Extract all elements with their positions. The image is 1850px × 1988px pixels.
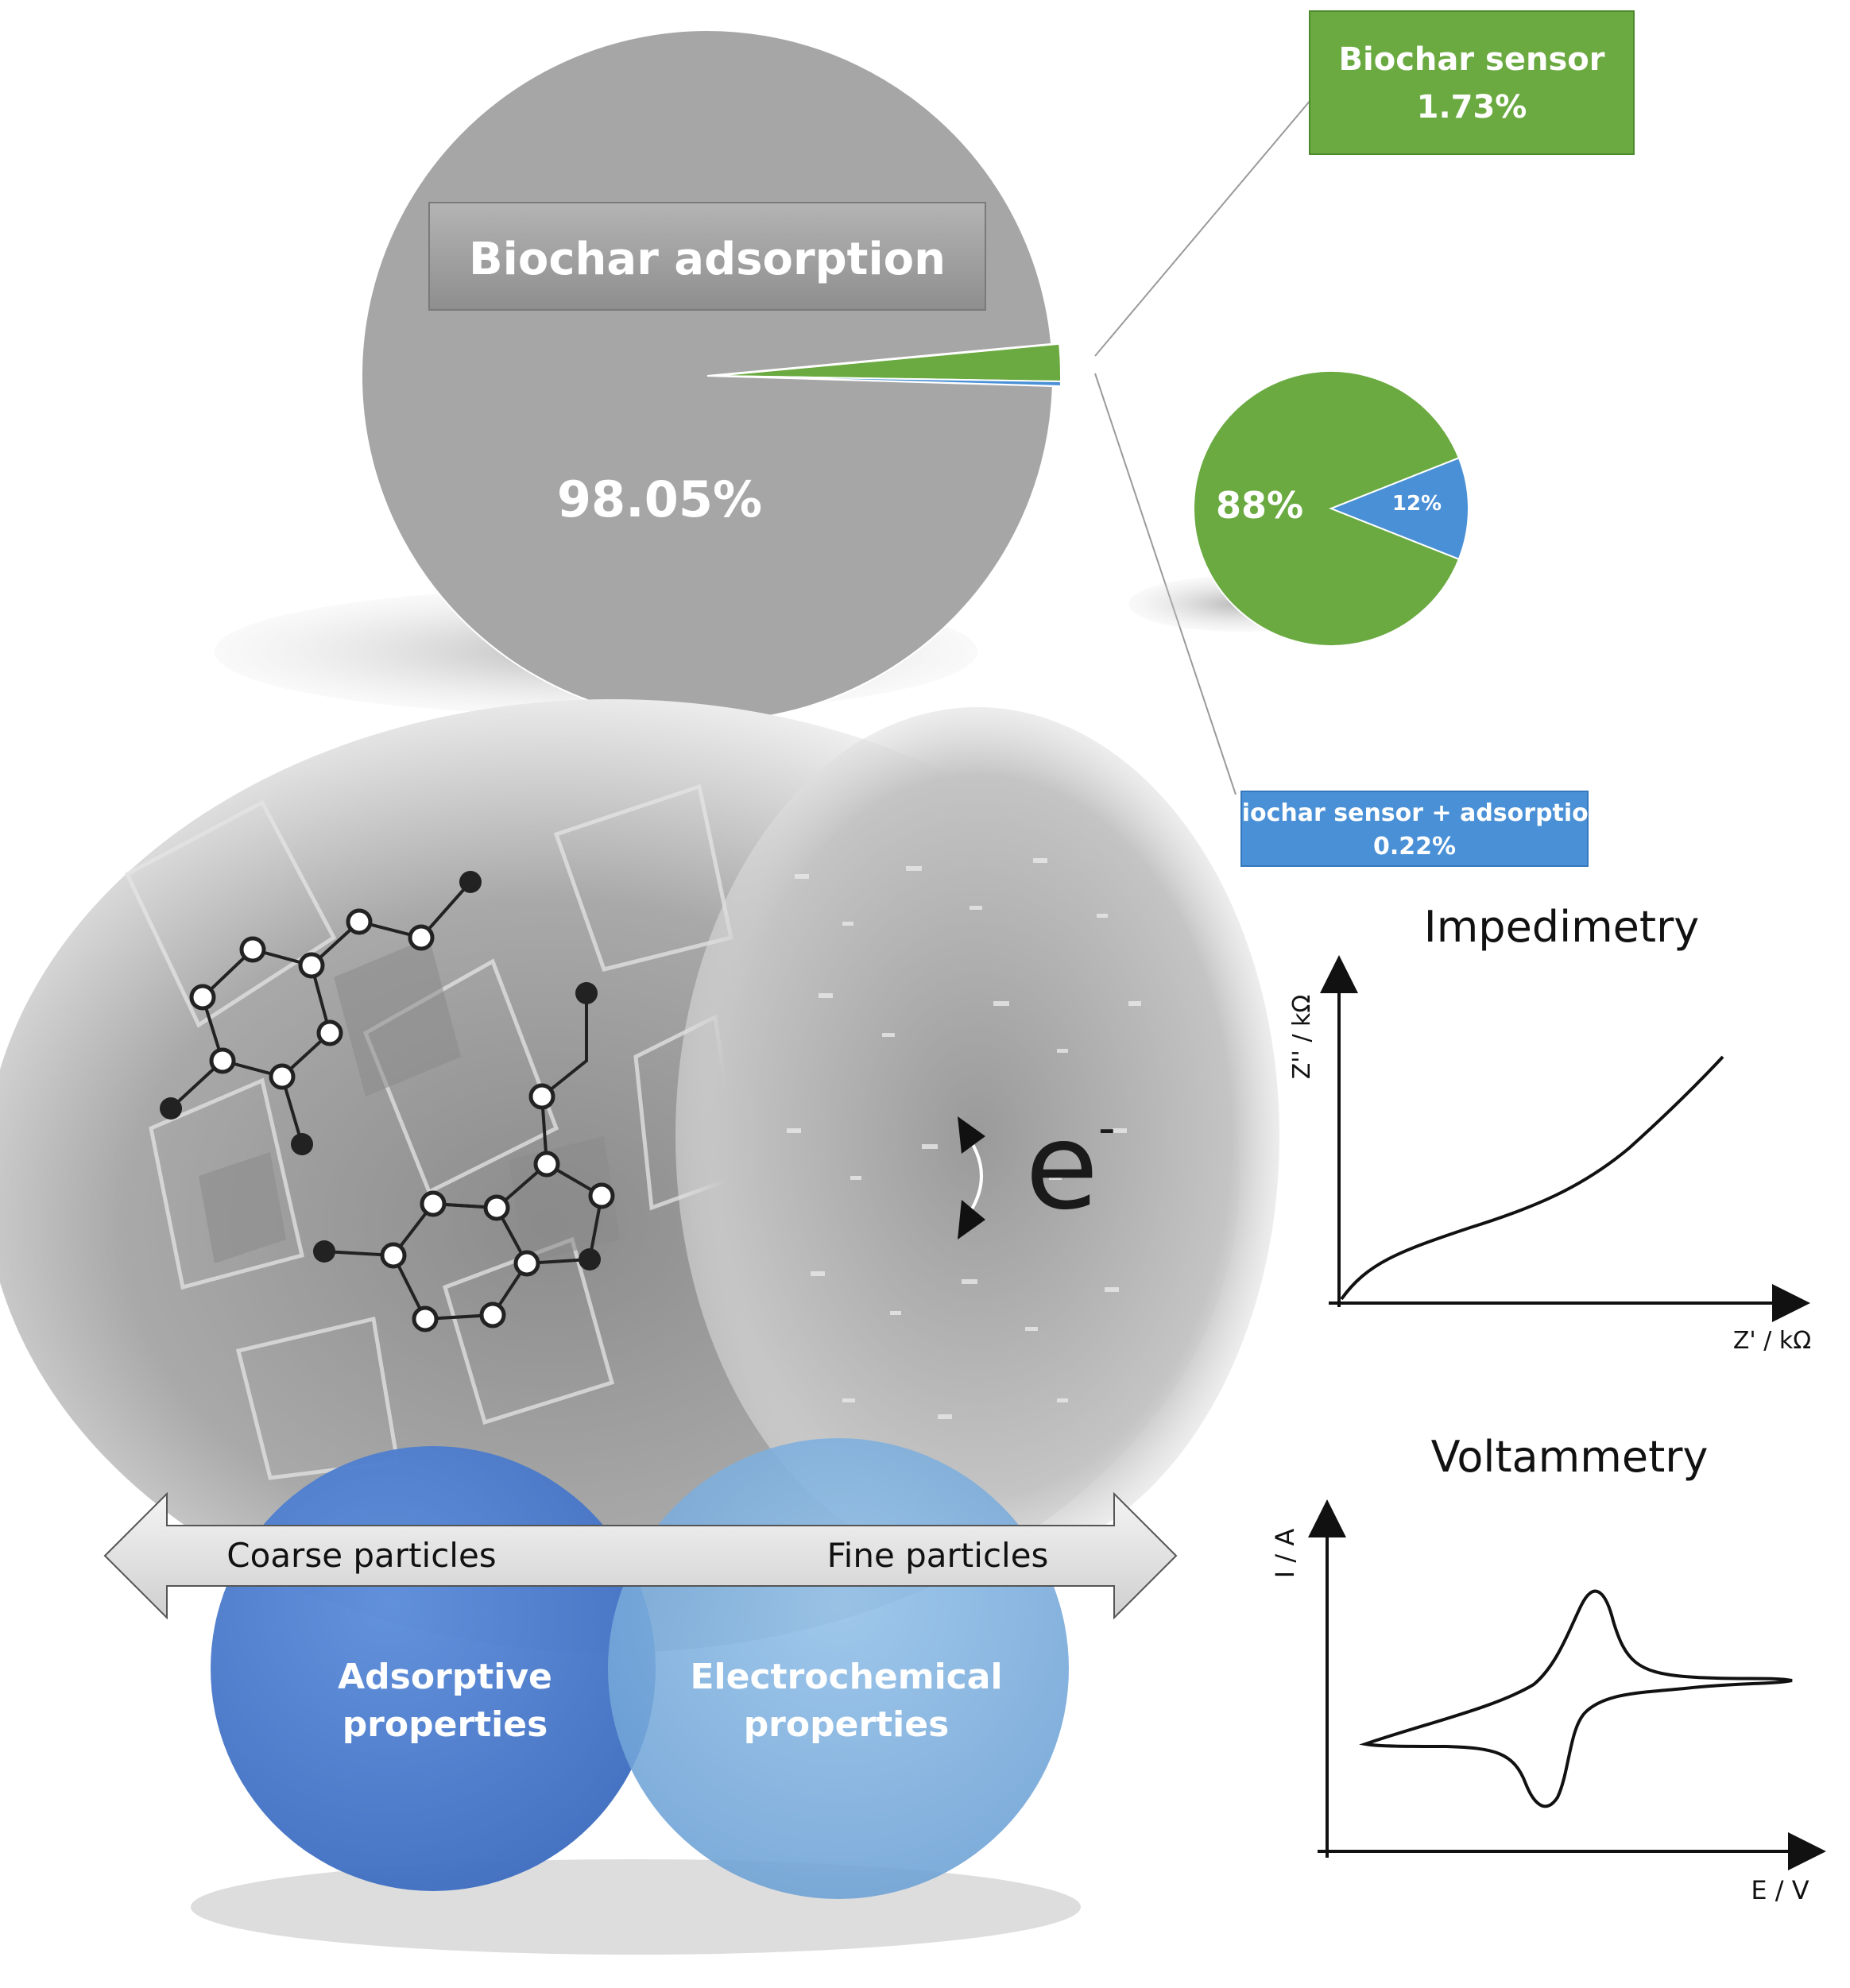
sem-image: e - — [0, 699, 1279, 1653]
atom-open — [408, 924, 435, 951]
impedimetry-title: Impedimetry — [1424, 902, 1699, 952]
small-pie-slice-green — [1192, 370, 1461, 647]
atom-open — [239, 936, 266, 963]
callout-biochar-sensor: Biochar sensor 1.73% — [1309, 10, 1635, 155]
atom-open — [412, 1305, 439, 1332]
impedimetry-curve — [1340, 1055, 1724, 1301]
venn-left-line1: Adsorptive — [338, 1657, 552, 1697]
electron-transfer-symbol: e - — [958, 1098, 1116, 1240]
big-pie-slice-combined — [714, 375, 1062, 388]
fine-particle-speckles — [787, 858, 1141, 1419]
atom-terminal — [160, 1097, 182, 1120]
callout-sensor-line2: 1.73% — [1417, 89, 1527, 126]
big-pie-label-box — [428, 202, 986, 311]
particle-size-arrow: Coarse particles Fine particles — [103, 1491, 1178, 1620]
atom-open — [316, 1019, 343, 1046]
atom-open — [513, 1250, 540, 1277]
atom-open — [298, 952, 325, 979]
callout-sensor-line1: Biochar sensor — [1339, 41, 1605, 78]
big-pie-label: Biochar adsorption — [469, 234, 946, 285]
atom-open — [346, 908, 373, 935]
atom-open — [420, 1190, 447, 1217]
particle-size-arrow-shape — [103, 1491, 1178, 1620]
atom-open — [483, 1194, 510, 1221]
electron-arrowhead-top-icon — [958, 1116, 985, 1154]
atom-open — [533, 1151, 560, 1178]
voltammetry-title: Voltammetry — [1431, 1432, 1709, 1482]
venn-right-line1: Electrochemical — [690, 1657, 1002, 1697]
atom-open — [209, 1047, 236, 1074]
atom-terminal — [459, 871, 482, 893]
voltammetry-xlabel: E / V — [1751, 1875, 1809, 1905]
callout-biochar-sensor-adsorption: Biochar sensor + adsorption 0.22% — [1224, 791, 1605, 867]
atom-open — [269, 1063, 296, 1090]
atom-open — [380, 1242, 407, 1269]
molecule-atoms — [160, 871, 615, 1332]
venn-shadow — [191, 1859, 1081, 1955]
atom-open — [189, 984, 216, 1011]
atom-terminal — [291, 1133, 313, 1155]
big-pie-value: 98.05% — [557, 470, 762, 528]
impedimetry-ylabel: Z'' / kΩ — [1288, 995, 1316, 1080]
voltammetry-curve — [1359, 1589, 1793, 1808]
leader-line-sensor — [1094, 99, 1312, 357]
voltammetry-ylabel: I / A — [1270, 1529, 1300, 1579]
voltammetry-plot: Voltammetry I / A E / V — [1270, 1432, 1826, 1905]
atom-open — [479, 1301, 506, 1329]
callout-sensor-box — [1309, 10, 1635, 155]
impedimetry-plot: Impedimetry Z'' / kΩ Z' / kΩ — [1288, 902, 1811, 1355]
electron-symbol: e — [1025, 1098, 1098, 1236]
small-pie-chart: 88% 12% — [1128, 370, 1469, 647]
fine-particles-label: Fine particles — [827, 1536, 1049, 1575]
venn-left-line2: properties — [343, 1704, 548, 1745]
electron-charge: - — [1098, 1100, 1116, 1156]
atom-terminal — [575, 982, 598, 1004]
atom-open — [528, 1083, 555, 1110]
small-pie-slice-blue — [1329, 457, 1469, 560]
callout-combined-box — [1240, 791, 1589, 867]
impedimetry-xlabel: Z' / kΩ — [1733, 1327, 1811, 1355]
venn-right-line2: properties — [744, 1704, 950, 1745]
small-pie-label-green: 88% — [1216, 484, 1303, 527]
electron-arrowhead-bottom-icon — [958, 1200, 985, 1240]
big-pie-chart: Biochar adsorption 98.05% — [215, 29, 1062, 722]
coarse-particles-label: Coarse particles — [226, 1536, 496, 1575]
small-pie-slices — [1192, 370, 1469, 647]
small-pie-label-blue: 12% — [1392, 492, 1442, 516]
big-pie-slices — [361, 29, 1062, 722]
atom-terminal — [313, 1240, 335, 1263]
atom-terminal — [579, 1248, 601, 1271]
callout-combined-line1: Biochar sensor + adsorption — [1224, 799, 1605, 827]
callout-combined-line2: 0.22% — [1373, 833, 1456, 861]
atom-open — [588, 1182, 615, 1209]
